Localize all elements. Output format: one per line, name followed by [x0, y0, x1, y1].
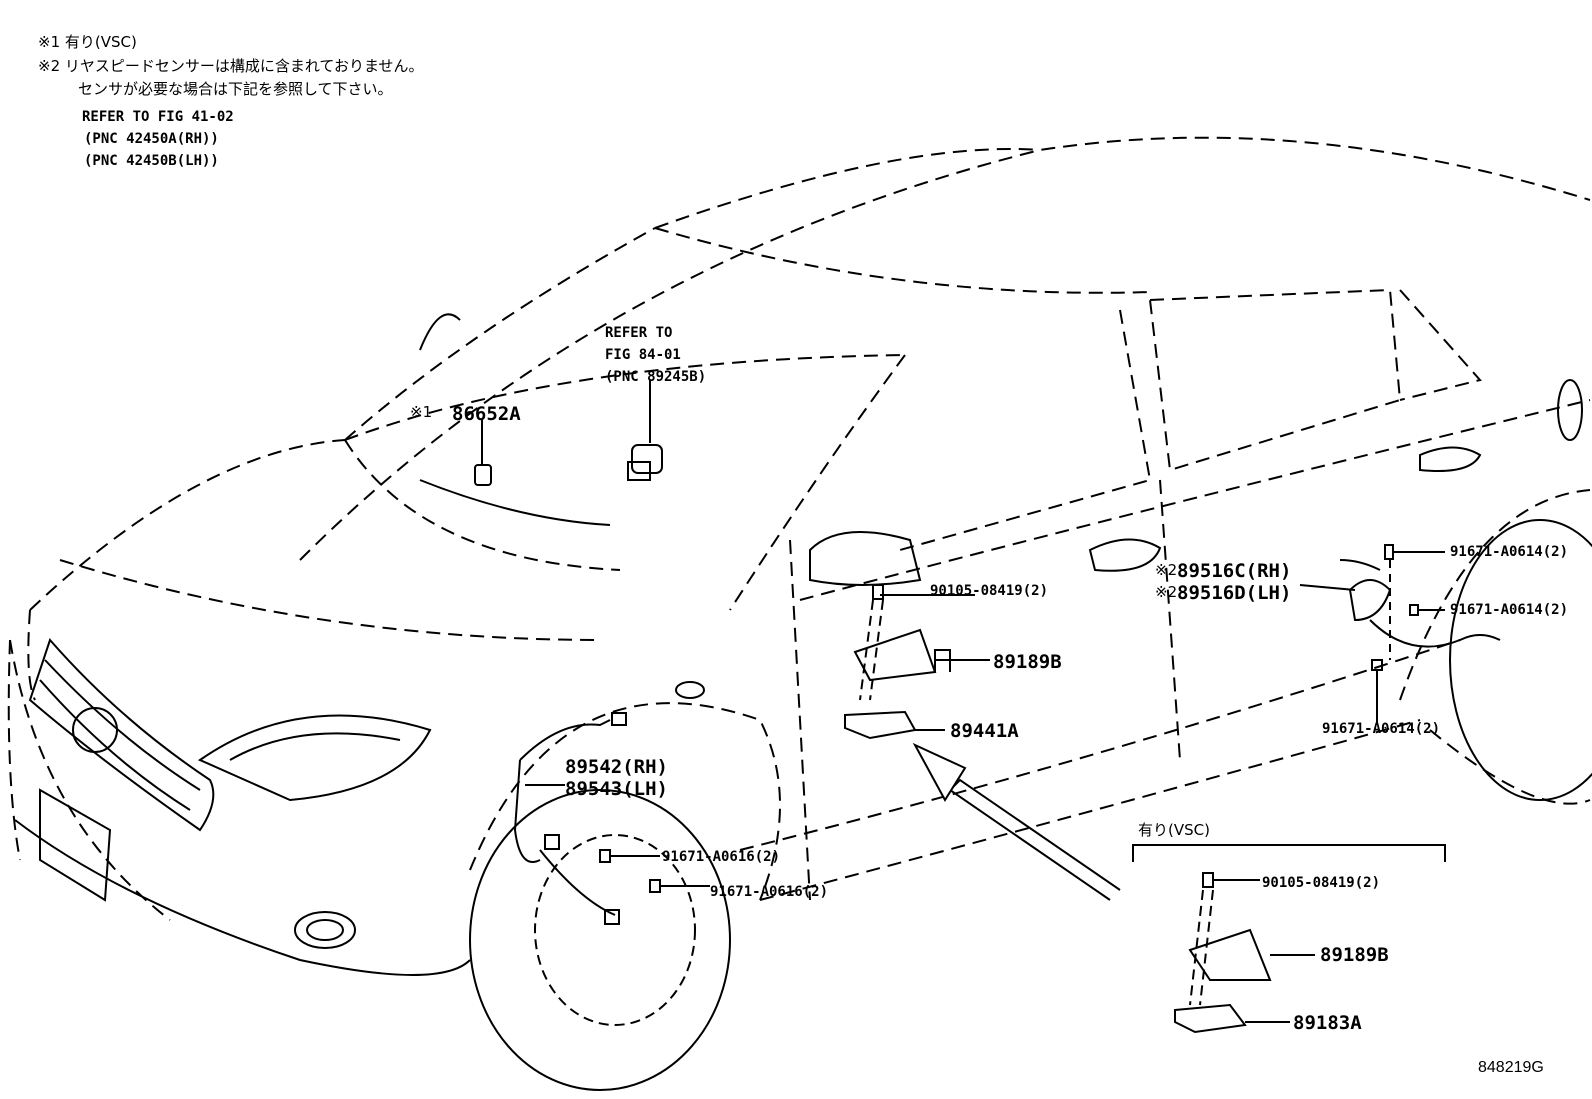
note-line-3: センサが必要な場合は下記を参照して下さい。	[78, 80, 393, 98]
part-number-91671-0616-b: 91671-A0616(2)	[710, 884, 829, 900]
location-arrow	[912, 742, 1121, 901]
callout-pnc: (PNC 89245B)	[605, 369, 707, 385]
part-number-91671-0614-c: 91671-A0614(2)	[1322, 721, 1441, 737]
callout-mark-1: ※1	[410, 403, 433, 421]
part-number-90105-top: 90105-08419(2)	[930, 583, 1049, 599]
note-pnc-rh: (PNC 42450A(RH))	[84, 131, 219, 147]
callout-mark-2a: ※2	[1155, 561, 1178, 579]
body-outline	[7, 136, 1591, 921]
figure-id: 848219G	[1478, 1059, 1544, 1076]
part-number-89516C: 89516C(RH)	[1177, 560, 1292, 582]
callout-fig: FIG 84-01	[605, 347, 681, 363]
part-number-91671-0614-a: 91671-A0614(2)	[1450, 544, 1569, 560]
inset-bracket	[1132, 844, 1446, 1034]
inset-part-number-89189B: 89189B	[1320, 944, 1389, 966]
part-number-89189B-top: 89189B	[993, 651, 1062, 673]
part-number-91671-0616-a: 91671-A0616(2)	[662, 849, 781, 865]
note-pnc-lh: (PNC 42450B(LH))	[84, 153, 219, 169]
note-line-1: ※1 有り(VSC)	[38, 33, 137, 51]
callout-refer-to: REFER TO	[605, 325, 673, 341]
part-number-86652A: 86652A	[452, 403, 521, 425]
part-front-speed-sensor	[513, 712, 710, 925]
part-number-89516D: 89516D(LH)	[1177, 582, 1292, 604]
part-89245B-sensor	[627, 380, 663, 481]
part-86652A-sensor	[474, 420, 492, 486]
part-number-89543: 89543(LH)	[565, 778, 668, 800]
note-refer-fig: REFER TO FIG 41-02	[82, 109, 234, 125]
part-yaw-sensor-89441A	[844, 710, 945, 740]
part-bracket-89189B	[853, 584, 990, 701]
part-number-89441A: 89441A	[950, 720, 1019, 742]
part-number-89542: 89542(RH)	[565, 756, 668, 778]
note-line-2: ※2 リヤスピードセンサーは構成に含まれておりません。	[38, 57, 424, 75]
callout-mark-2b: ※2	[1155, 583, 1178, 601]
part-rear-speed-sensor	[1299, 544, 1501, 725]
inset-part-number-90105: 90105-08419(2)	[1262, 875, 1381, 891]
body-solid-lines	[14, 313, 1592, 1091]
inset-title: 有り(VSC)	[1138, 821, 1210, 839]
inset-part-number-89183A: 89183A	[1293, 1012, 1362, 1034]
part-number-91671-0614-b: 91671-A0614(2)	[1450, 602, 1569, 618]
